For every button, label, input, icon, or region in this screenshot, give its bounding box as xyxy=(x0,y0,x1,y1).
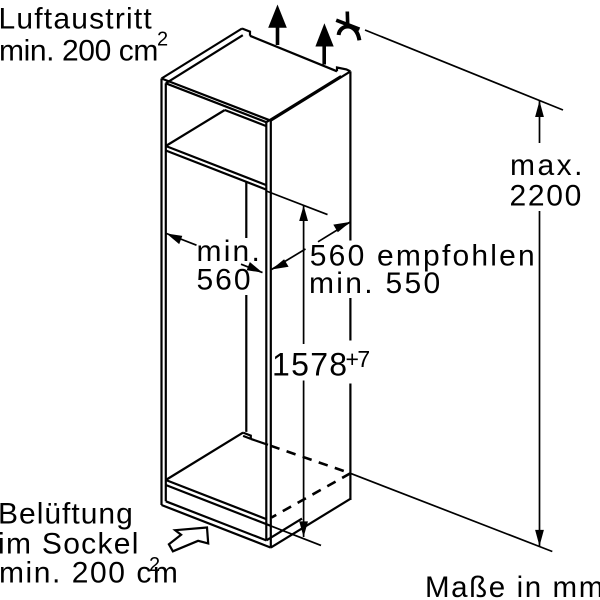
svg-text:2: 2 xyxy=(157,29,168,51)
svg-text:Maße in mm: Maße in mm xyxy=(425,571,600,600)
svg-text:min. 550: min. 550 xyxy=(309,267,442,300)
svg-text:560: 560 xyxy=(197,264,253,297)
svg-text:560 empfohlen: 560 empfohlen xyxy=(310,239,537,272)
svg-text:min. 200 cm: min. 200 cm xyxy=(0,557,179,590)
svg-text:im Sockel: im Sockel xyxy=(0,528,140,561)
svg-text:2200: 2200 xyxy=(510,180,584,213)
svg-text:min. 200 cm: min. 200 cm xyxy=(0,35,158,68)
svg-text:Belüftung: Belüftung xyxy=(0,498,134,531)
svg-text:+7: +7 xyxy=(346,346,370,372)
svg-text:2: 2 xyxy=(149,554,160,576)
svg-text:1578: 1578 xyxy=(272,346,348,382)
svg-text:Luftaustritt: Luftaustritt xyxy=(0,3,153,36)
svg-text:max.: max. xyxy=(510,149,585,182)
svg-text:min.: min. xyxy=(197,235,262,268)
